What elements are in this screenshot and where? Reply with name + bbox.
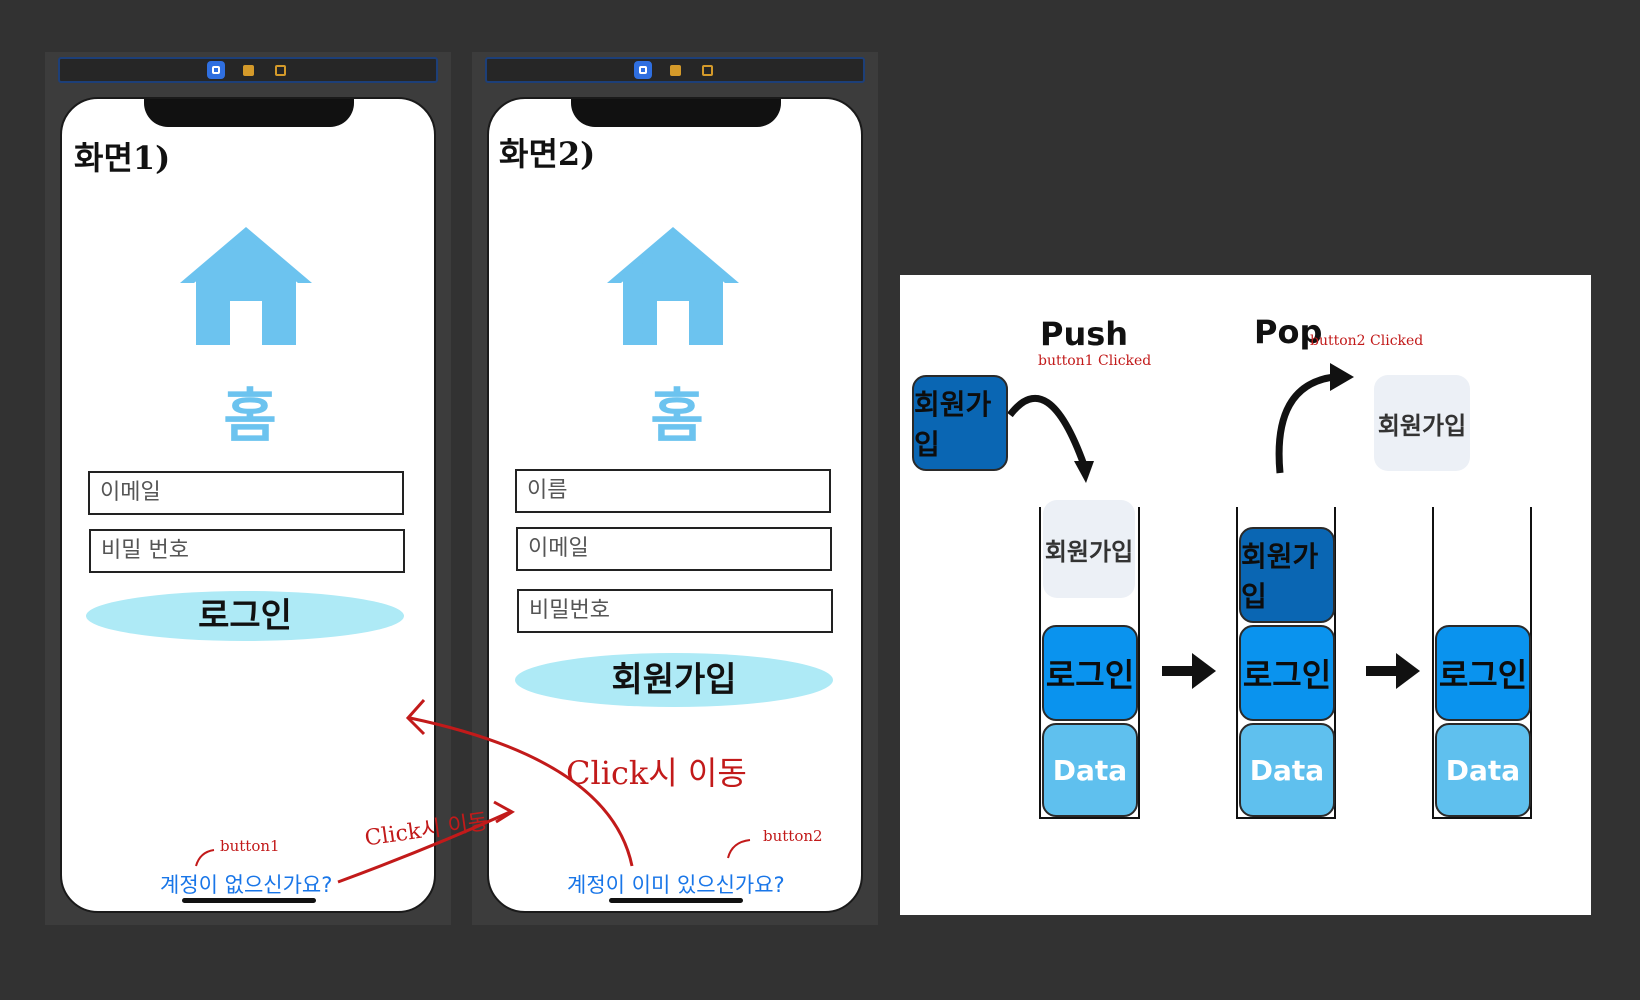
view-controller-icon[interactable]: [634, 61, 652, 79]
button1-note-arrow: [195, 849, 215, 867]
stack3-right-wall: [1530, 507, 1532, 819]
screen2-label: 화면2): [499, 135, 596, 173]
login-link[interactable]: 계정이 이미 있으신가요?: [567, 873, 785, 897]
incoming-join-block: 회원가입: [912, 375, 1008, 471]
arrow-to-screen1: [409, 716, 634, 867]
stack2-login-block: 로그인: [1239, 625, 1335, 721]
view-controller-icon[interactable]: [207, 61, 225, 79]
click-move-annotation-2: Click시 이동: [566, 754, 747, 792]
screen1-phone: 화면1) 홈 이메일 비밀 번호 로그인 button1 계정이 없으신가요?: [60, 97, 436, 913]
pop-note: button2 Clicked: [1310, 333, 1424, 349]
signup-link[interactable]: 계정이 없으신가요?: [160, 873, 333, 897]
arrow-right-2: [1366, 653, 1420, 689]
password-field[interactable]: 비밀 번호: [89, 529, 405, 573]
popped-join-block: 회원가입: [1374, 375, 1470, 471]
arrow-to-screen2-head: [493, 800, 515, 824]
home-indicator: [182, 898, 316, 903]
home-indicator: [609, 898, 743, 903]
screen1-toolbar: [58, 57, 438, 83]
stack1-right-wall: [1138, 507, 1140, 819]
exit-icon[interactable]: [698, 61, 716, 79]
home-title: 홈: [223, 382, 277, 450]
notch: [144, 99, 354, 127]
name-field[interactable]: 이름: [515, 469, 831, 513]
login-button[interactable]: 로그인: [86, 591, 404, 641]
pop-label: Pop: [1254, 313, 1323, 351]
stack1-data-block: Data: [1042, 723, 1138, 817]
home-icon: [607, 227, 739, 345]
first-responder-icon[interactable]: [666, 61, 684, 79]
push-arrow: [1008, 394, 1094, 483]
button1-note: button1: [220, 837, 280, 855]
button2-note-arrow: [727, 839, 751, 859]
stack3-login-block: 로그인: [1435, 625, 1531, 721]
stack3-left-wall: [1432, 507, 1434, 819]
stack2-left-wall: [1236, 507, 1238, 819]
screen1-label: 화면1): [74, 139, 171, 177]
stack1-left-wall: [1039, 507, 1041, 819]
email-field[interactable]: 이메일: [516, 527, 832, 571]
exit-icon[interactable]: [271, 61, 289, 79]
ghost-join-block: 회원가입: [1043, 500, 1135, 598]
notch: [571, 99, 781, 127]
signup-button[interactable]: 회원가입: [515, 653, 833, 707]
arrow-right-1: [1162, 653, 1216, 689]
arrow-to-screen2: [337, 810, 511, 884]
stack3-data-block: Data: [1435, 723, 1531, 817]
password-field[interactable]: 비밀번호: [517, 589, 833, 633]
button2-note: button2: [763, 827, 823, 845]
pop-arrow: [1275, 363, 1354, 474]
arrow-to-screen1-head: [405, 699, 426, 736]
email-field[interactable]: 이메일: [88, 471, 404, 515]
stack2-floor: [1236, 817, 1336, 819]
home-icon: [180, 227, 312, 345]
screen2-toolbar: [485, 57, 865, 83]
stack2-data-block: Data: [1239, 723, 1335, 817]
push-label: Push: [1040, 315, 1129, 353]
home-title: 홈: [650, 382, 704, 450]
stack1-login-block: 로그인: [1042, 625, 1138, 721]
stack3-floor: [1432, 817, 1532, 819]
push-note: button1 Clicked: [1038, 353, 1152, 369]
navigation-stack-diagram: Push button1 Clicked 회원가입 회원가입 로그인 Data …: [900, 275, 1591, 915]
first-responder-icon[interactable]: [239, 61, 257, 79]
stack2-join-block: 회원가입: [1239, 527, 1335, 623]
stack1-floor: [1039, 817, 1140, 819]
screen2-phone: 화면2) 홈 이름 이메일 비밀번호 회원가입 button2 계정이 이미 있…: [487, 97, 863, 913]
stack2-right-wall: [1334, 507, 1336, 819]
